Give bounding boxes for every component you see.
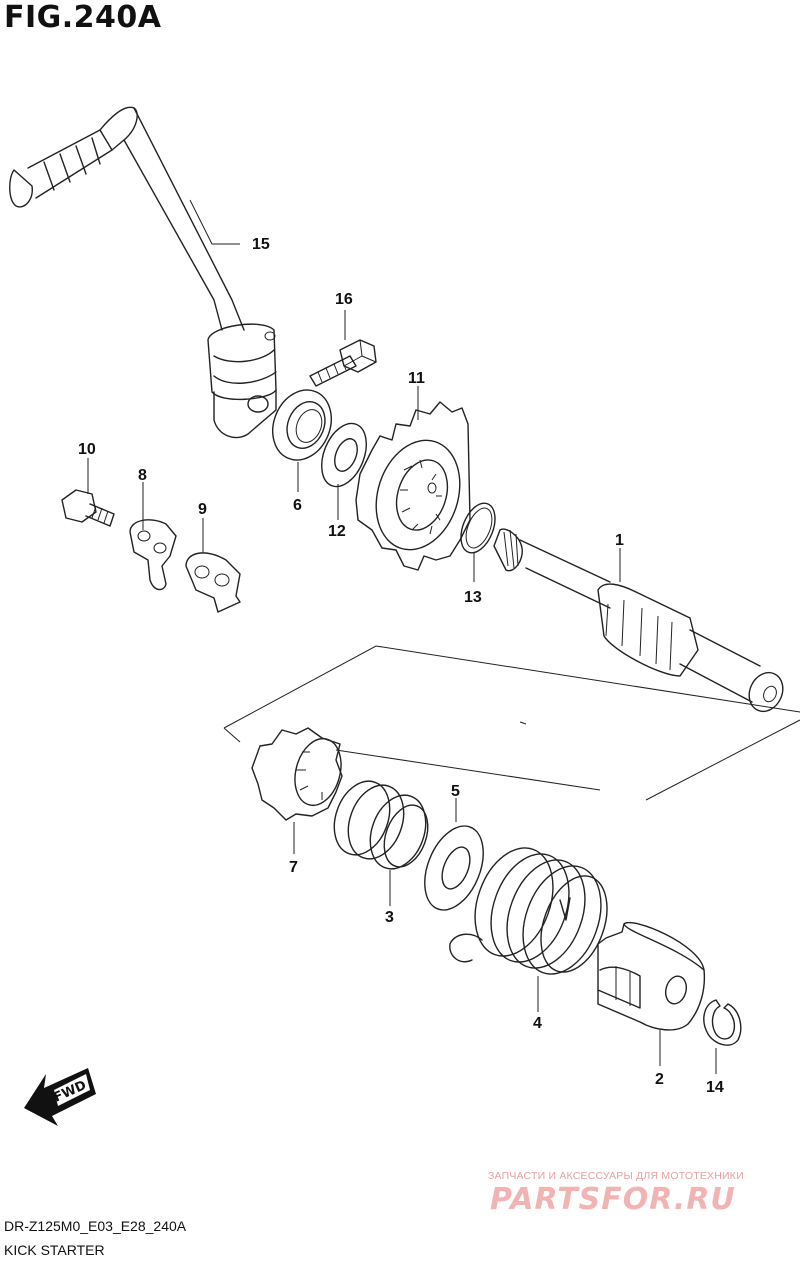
part-6-oil-seal [272, 389, 332, 461]
callout-8: 8 [138, 467, 147, 484]
callout-11: 11 [408, 370, 425, 387]
leader-lines [87, 199, 717, 1074]
part-5-washer [424, 825, 484, 911]
figure-title: FIG.240A [4, 0, 162, 35]
part-2-spring-guide [597, 921, 706, 1031]
callout-1: 1 [615, 532, 624, 549]
callout-12: 12 [328, 523, 346, 540]
part-13-washer [460, 502, 496, 554]
figure-code: DR-Z125M0_E03_E28_240A [4, 1218, 187, 1234]
figure-caption: KICK STARTER [4, 1242, 105, 1258]
callout-2: 2 [655, 1071, 664, 1088]
callout-14: 14 [706, 1079, 724, 1096]
fwd-arrow-icon: FWD [24, 1068, 96, 1126]
part-9-stopper-plate [185, 552, 241, 613]
callout-13: 13 [464, 589, 482, 606]
callout-5: 5 [451, 783, 460, 800]
sub-assembly-frame [223, 645, 800, 801]
part-16-bolt [309, 339, 377, 387]
part-12-washer [321, 422, 367, 488]
part-8-guide-plate [129, 519, 177, 591]
part-15-kick-lever [9, 106, 277, 439]
callout-4: 4 [533, 1015, 542, 1032]
callout-6: 6 [293, 497, 302, 514]
part-14-circlip [703, 999, 742, 1046]
part-11-kick-gear [355, 401, 471, 571]
watermark-tagline: ЗАПЧАСТИ И АКСЕССУАРЫ ДЛЯ МОТОТЕХНИКИ [488, 1170, 744, 1182]
callout-7: 7 [289, 859, 298, 876]
callout-3: 3 [385, 909, 394, 926]
part-4-return-spring [449, 847, 608, 975]
callout-labels: 15 16 11 10 8 9 6 12 13 1 7 3 5 4 2 14 [78, 236, 724, 1096]
watermark-brand: PARTSFOR.RU [490, 1182, 736, 1217]
part-1-kick-shaft [493, 528, 784, 713]
callout-15: 15 [252, 236, 270, 253]
part-3-spring [333, 780, 429, 870]
callout-9: 9 [198, 501, 207, 518]
callout-10: 10 [78, 441, 96, 458]
callout-16: 16 [335, 291, 353, 308]
part-10-bolt [61, 489, 115, 527]
part-7-ratchet-gear [251, 727, 343, 821]
